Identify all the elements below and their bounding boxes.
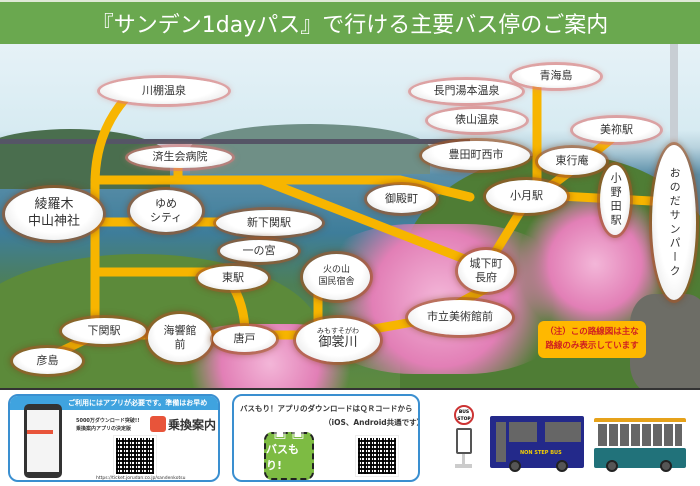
stop-kaikyokan-mae[interactable]: 海響館 前: [148, 314, 212, 362]
stop-mimosusogawa[interactable]: みもすそがわ 御裳川: [296, 318, 380, 362]
platform-note: （iOS、Android共通です）: [324, 418, 420, 427]
stop-ayaragi-nakayama-shrine[interactable]: 綾羅木 中山神社: [5, 188, 103, 240]
qr-code[interactable]: [113, 435, 157, 477]
phone-image: [24, 404, 62, 478]
bottom-panel: ご利用にはアプリが必要です。準備はお早めに！ 5000万ダウンロード突破!! 乗…: [0, 388, 700, 486]
stop-shin-shimonoseki-station[interactable]: 新下関駅: [216, 210, 322, 236]
stop-label: 御裳川: [318, 335, 358, 351]
stop-shimonoseki-station[interactable]: 下関駅: [62, 318, 146, 344]
stop-omijima[interactable]: 青海島: [512, 65, 600, 88]
stop-ozuki-station[interactable]: 小月駅: [486, 180, 567, 213]
card-header: ご利用にはアプリが必要です。準備はお早めに！: [10, 396, 218, 421]
timetable-board: [456, 428, 472, 454]
stop-art-museum[interactable]: 市立美術館前: [408, 300, 512, 335]
stop-gotenmachi[interactable]: 御殿町: [367, 185, 436, 213]
bridge-tower: [670, 44, 678, 164]
stop-karato[interactable]: 唐戸: [213, 326, 276, 352]
stop-ichinomiya[interactable]: 一の宮: [220, 240, 298, 262]
basumori-app-card[interactable]: バスもり！アプリのダウンロードはＱＲコードから （iOS、Android共通です…: [232, 394, 420, 482]
hill: [190, 124, 430, 174]
base: [455, 464, 472, 468]
route-map: 川棚温泉 済生会病院 綾羅木 中山神社 ゆめ シティ 新下関駅 一の宮 東駅 下…: [0, 44, 700, 388]
pole: [462, 454, 465, 464]
stop-yume-city[interactable]: ゆめ シティ: [130, 190, 202, 232]
jorudan-app-card[interactable]: ご利用にはアプリが必要です。準備はお早めに！ 5000万ダウンロード突破!! 乗…: [8, 394, 220, 482]
stop-onoda-sunpark[interactable]: おのだサンパーク: [652, 145, 696, 300]
page-title: 『サンデン1dayパス』で行ける主要バス停のご案内: [0, 0, 700, 44]
note-line: （注）この路線図は主な: [545, 326, 639, 337]
stop-mine-station[interactable]: 美祢駅: [573, 118, 660, 142]
stop-onoda-station[interactable]: 小野田駅: [600, 165, 630, 235]
route-line: [90, 175, 475, 202]
app-name: バスもり!: [266, 443, 299, 472]
download-instructions: バスもり！アプリのダウンロードはＱＲコードから: [240, 404, 413, 413]
stop-togyoan[interactable]: 東行庵: [538, 148, 606, 175]
stop-jokamachi-chofu[interactable]: 城下町 長府: [458, 250, 514, 292]
ticket-url[interactable]: https://ticket.jorudan.co.jp/sandenkotsu: [96, 476, 186, 481]
stop-nagato-yumoto-onsen[interactable]: 長門湯本温泉: [411, 80, 522, 103]
stop-hikoshima[interactable]: 彦島: [13, 348, 82, 374]
app-brand: 乗換案内: [168, 418, 217, 432]
stop-kawatana-onsen[interactable]: 川棚温泉: [100, 78, 228, 104]
stop-saiseikai-hospital[interactable]: 済生会病院: [128, 147, 232, 168]
basumori-app-icon[interactable]: ▣ ▣ バスもり!: [264, 425, 314, 480]
route-line: [257, 175, 495, 274]
stop-tawarayama-onsen[interactable]: 俵山温泉: [428, 109, 526, 132]
stop-toyotacho-nishiichi[interactable]: 豊田町西市: [422, 141, 530, 170]
app-tagline: 乗換案内アプリの決定版: [76, 426, 132, 432]
stop-hinoyama-lodge[interactable]: 火の山 国民宿舎: [303, 254, 370, 300]
train-bus-icon: ▣ ▣: [273, 425, 305, 441]
download-tag: 5000万ダウンロード突破!!: [76, 418, 140, 424]
note-line: 路線のみ表示しています: [545, 340, 639, 351]
stop-ruby: みもすそがわ: [317, 327, 359, 336]
bus-label: NON STEP BUS: [520, 450, 562, 456]
stop-higashi-station[interactable]: 東駅: [198, 266, 268, 290]
bus-stop-sign: BUS STOP: [454, 405, 474, 425]
route-note: （注）この路線図は主な 路線のみ表示しています: [538, 321, 646, 358]
qr-code[interactable]: [355, 435, 399, 477]
bus-app-icon: [150, 416, 166, 432]
bridge: [0, 139, 470, 144]
